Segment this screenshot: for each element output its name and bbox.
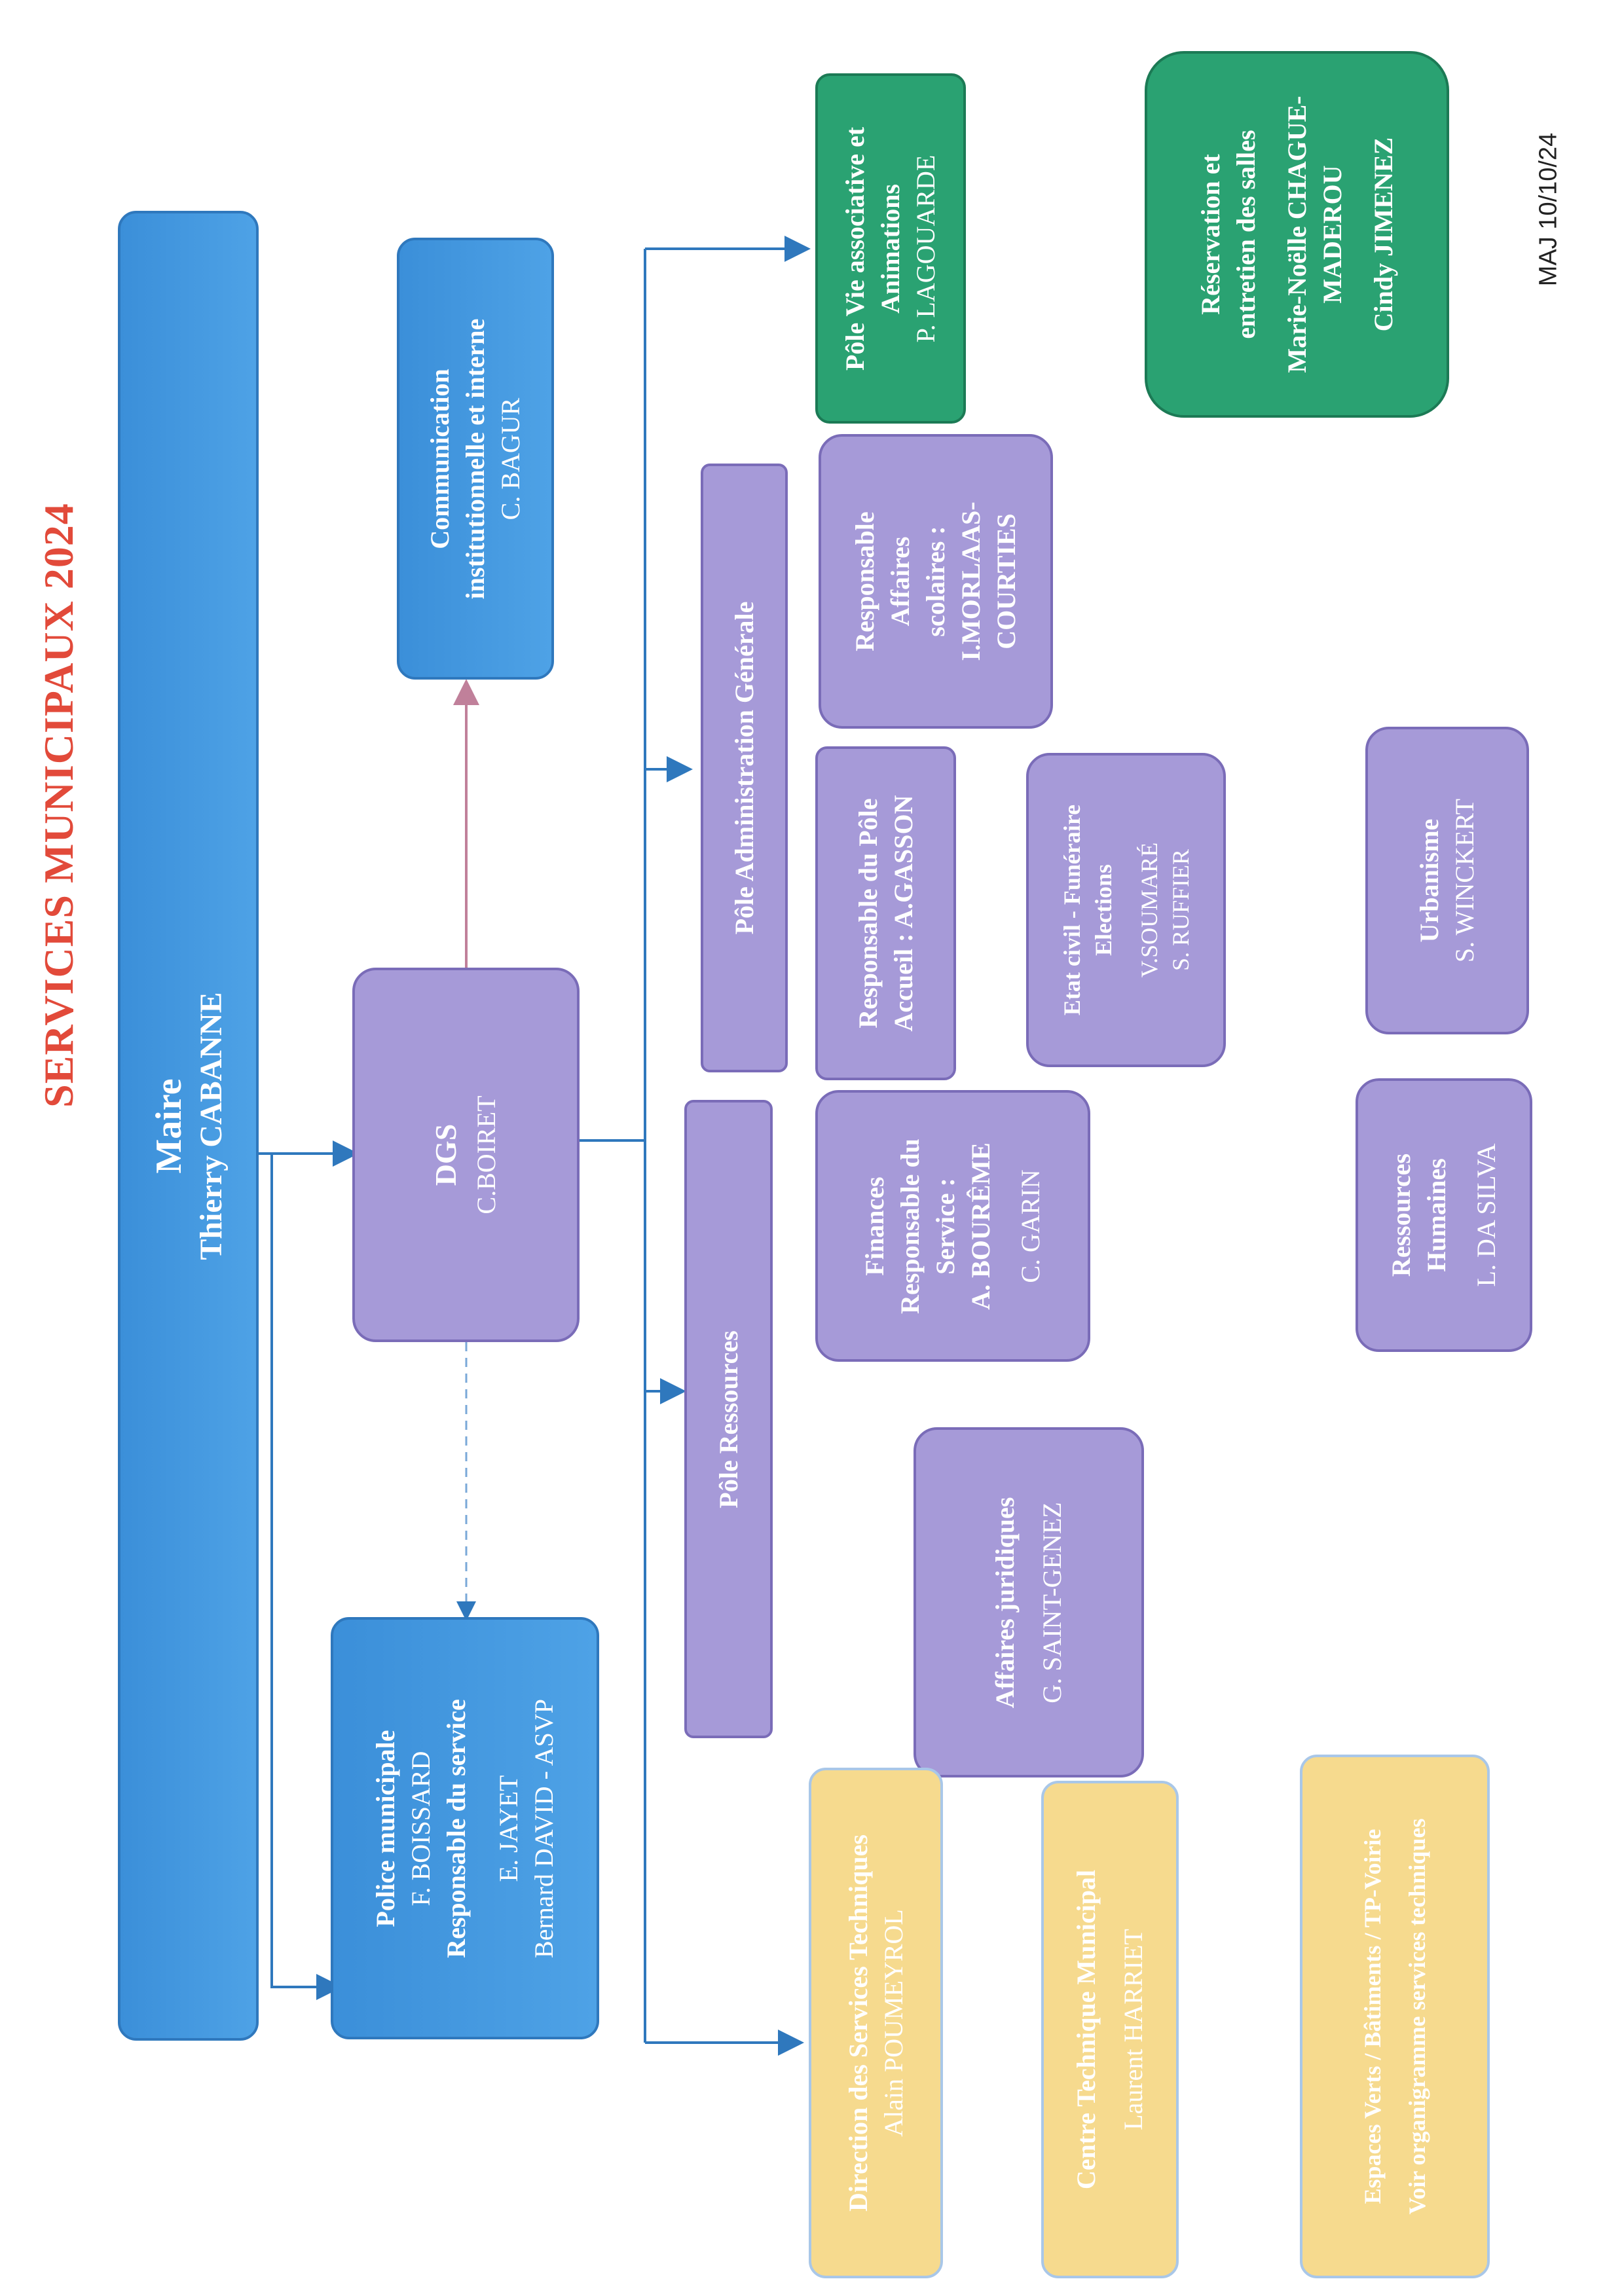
dgs-title: DGS: [428, 1123, 462, 1186]
finances-line2: Responsable du: [895, 1138, 925, 1314]
police-agent1: E. JAYET: [494, 1775, 523, 1882]
police-title: Police municipale: [371, 1729, 400, 1927]
scolaires-line3: scolaires :: [921, 526, 950, 637]
pole-vie-line1: Pôle Vie associative et: [840, 126, 870, 371]
scolaires-line2: Affaires: [885, 536, 915, 627]
responsable-pole-line1: Responsable du Pôle: [853, 798, 883, 1029]
finances-box: Finances Responsable du Service : A. BOU…: [815, 1090, 1090, 1362]
reservation-line2: entretien des salles: [1230, 130, 1261, 339]
pole-vie-name: P. LAGOUARDE: [911, 155, 940, 342]
maire-name: Thierry CABANNE: [193, 991, 229, 1260]
espaces-verts-box: Espaces Verts / Bâtiments / TP-Voirie Vo…: [1300, 1755, 1490, 2278]
communication-line2: institutionnelle et interne: [460, 318, 490, 599]
pole-ressources-box: Pôle Ressources: [684, 1100, 773, 1738]
reservation-box: Réservation et entretien des salles Mari…: [1145, 51, 1449, 418]
centre-technique-name: Laurent HARRIET: [1118, 1929, 1148, 2130]
reservation-line1: Réservation et: [1195, 154, 1225, 315]
scolaires-line4: I.MORLAAS-: [956, 501, 986, 661]
juridique-box: Affaires juridiques G. SAINT-GENEZ: [913, 1427, 1144, 1777]
scolaires-line1: Responsable: [850, 511, 879, 651]
pole-admin-box: Pôle Administration Générale: [701, 464, 788, 1072]
affaires-scolaires-box: Responsable Affaires scolaires : I.MORLA…: [819, 434, 1053, 729]
urbanisme-title: Urbanisme: [1414, 818, 1444, 943]
communication-line1: Communication: [425, 368, 454, 549]
etat-civil-name2: S. RUFFIER: [1167, 848, 1194, 972]
juridique-title: Affaires juridiques: [990, 1497, 1020, 1708]
centre-technique-title: Centre Technique Municipal: [1071, 1869, 1101, 2190]
reservation-name2: Cindy JIMENEZ: [1368, 137, 1398, 332]
finances-line3: Service :: [931, 1177, 960, 1275]
responsable-pole-box: Responsable du Pôle Accueil : A.GASSON: [815, 746, 956, 1080]
juridique-name: G. SAINT-GENEZ: [1037, 1501, 1067, 1704]
rh-name: L. DA SILVA: [1471, 1143, 1501, 1287]
maire-title: Maire: [148, 1078, 189, 1174]
maire-box: Maire Thierry CABANNE: [118, 211, 259, 2041]
pole-vie-line2: Animations: [876, 183, 905, 314]
etat-civil-name1: V.SOUMARÉ: [1135, 842, 1162, 978]
espaces-verts-line2: Voir organigramme services techniques: [1404, 1818, 1430, 2215]
direction-technique-box: Direction des Services Techniques Alain …: [809, 1768, 943, 2278]
finances-name2: C. GARIN: [1016, 1169, 1045, 1283]
maire-to-police-line: [270, 1154, 342, 2000]
police-role: Responsable du service: [441, 1698, 471, 1958]
dgs-name: C.BOIRET: [471, 1095, 501, 1214]
scolaires-line5: COURTIES: [991, 513, 1021, 649]
direction-technique-title: Direction des Services Techniques: [843, 1834, 873, 2212]
police-agent2: Bernard DAVID - ASVP: [529, 1698, 559, 1958]
rh-box: Ressources Humaines L. DA SILVA: [1356, 1078, 1532, 1352]
centre-technique-box: Centre Technique Municipal Laurent HARRI…: [1041, 1781, 1179, 2278]
communication-box: Communication institutionnelle et intern…: [397, 238, 554, 680]
responsable-pole-line2: Accueil : A.GASSON: [888, 795, 918, 1032]
reservation-name1a: Marie-Noëlle CHAGUE-: [1282, 96, 1312, 373]
urbanisme-name: S. WINCKERT: [1450, 798, 1479, 963]
pole-admin-label: Pôle Administration Générale: [729, 601, 759, 935]
etat-civil-line2: Elections: [1090, 864, 1116, 957]
pole-ressources-label: Pôle Ressources: [713, 1330, 743, 1508]
dgs-box: DGS C.BOIRET: [352, 968, 580, 1342]
police-chief: F. BOISSARD: [406, 1751, 435, 1906]
police-box: Police municipale F. BOISSARD Responsabl…: [331, 1617, 599, 2039]
finances-line4: A. BOURÊME: [966, 1142, 995, 1310]
etat-civil-line1: Etat civil - Funéraire: [1058, 804, 1085, 1016]
rh-line2: Humaines: [1422, 1158, 1451, 1272]
pole-vie-box: Pôle Vie associative et Animations P. LA…: [815, 73, 966, 424]
urbanisme-box: Urbanisme S. WINCKERT: [1365, 727, 1529, 1034]
rh-line1: Ressources: [1386, 1153, 1416, 1277]
communication-name: C. BAGUR: [496, 397, 525, 520]
espaces-verts-line1: Espaces Verts / Bâtiments / TP-Voirie: [1359, 1829, 1386, 2204]
reservation-name1b: MADEROU: [1317, 165, 1347, 304]
finances-line1: Finances: [860, 1176, 889, 1276]
etat-civil-box: Etat civil - Funéraire Elections V.SOUMA…: [1026, 753, 1226, 1067]
direction-technique-name: Alain POUMEYROL: [878, 1909, 908, 2137]
